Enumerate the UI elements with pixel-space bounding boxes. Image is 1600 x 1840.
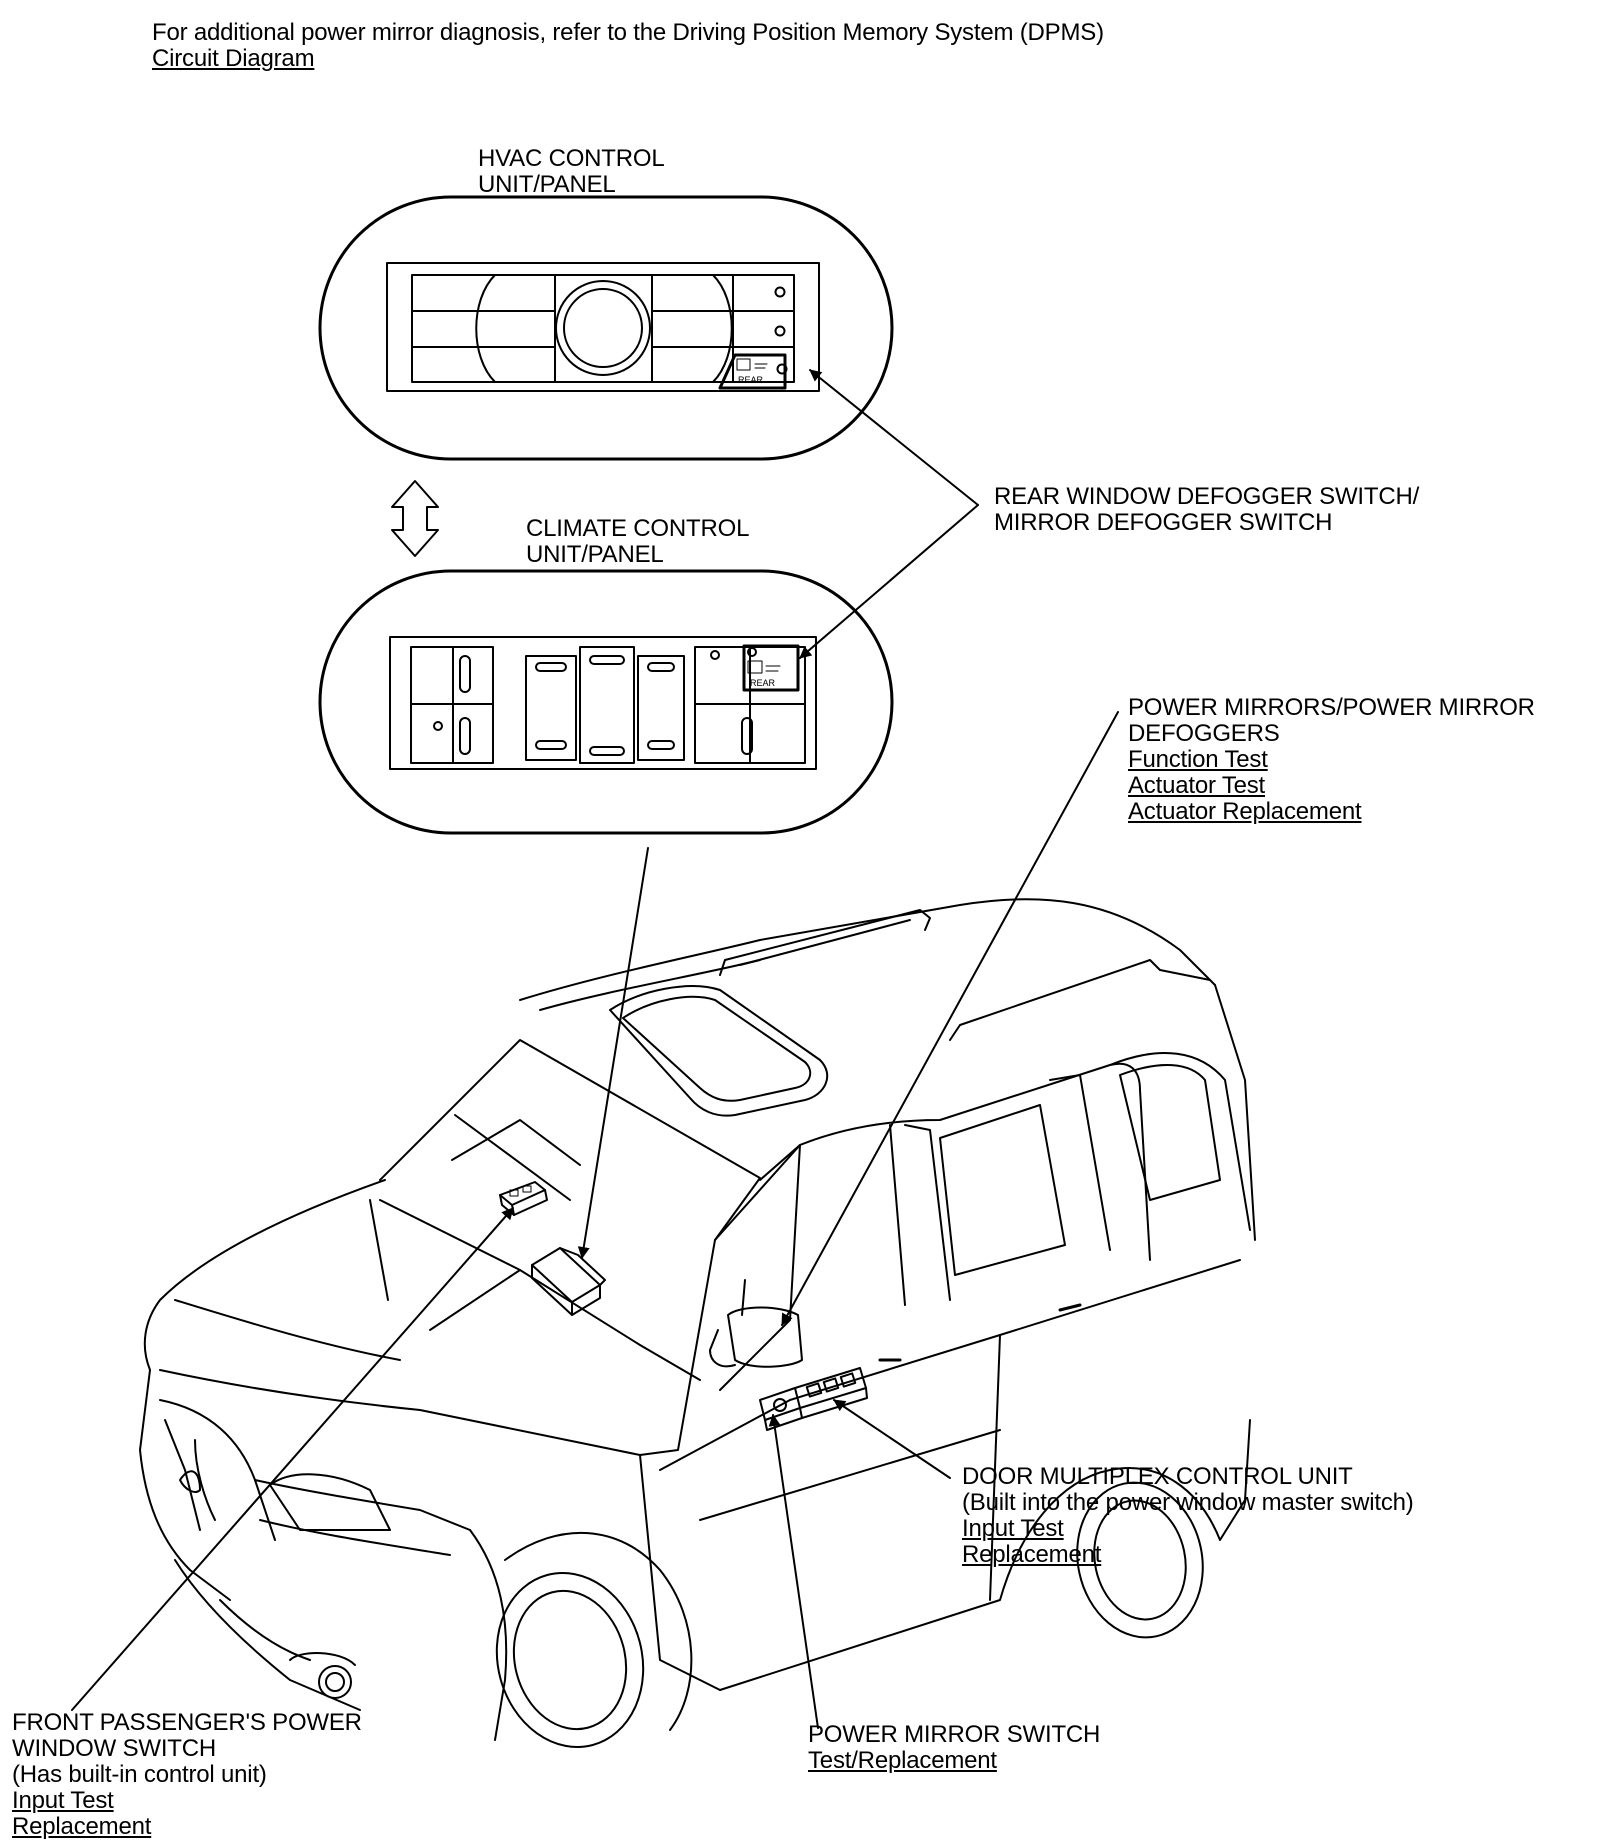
mirror-switch-test-link[interactable]: Test/Replacement [808,1747,997,1774]
actuator-replacement-link[interactable]: Actuator Replacement [1128,798,1362,825]
door-multiplex-label: DOOR MULTIPLEX CONTROL UNIT (Built into … [962,1463,1414,1568]
passenger-input-test-link[interactable]: Input Test [12,1787,114,1814]
power-mirrors-label: POWER MIRRORS/POWER MIRROR DEFOGGERS Fun… [1128,694,1535,825]
door-mux-input-test-link[interactable]: Input Test [962,1515,1064,1542]
header-note: For additional power mirror diagnosis, r… [152,20,1104,72]
header-intro-text: For additional power mirror diagnosis, r… [152,19,1104,46]
passenger-switch-label: FRONT PASSENGER'S POWER WINDOW SWITCH (H… [12,1709,362,1840]
door-mux-replacement-link[interactable]: Replacement [962,1541,1102,1568]
passenger-replacement-link[interactable]: Replacement [12,1813,152,1840]
actuator-test-link[interactable]: Actuator Test [1128,772,1266,799]
power-window-master-switch-illustration [759,1367,868,1431]
function-test-link[interactable]: Function Test [1128,746,1268,773]
hvac-unit-illustration [531,1247,606,1316]
hvac-panel-label: HVAC CONTROL UNIT/PANEL [478,145,665,198]
climate-rear-label: REAR [750,678,776,688]
hvac-rear-label: REAR [738,375,764,385]
rear-defogger-label: REAR WINDOW DEFOGGER SWITCH/ MIRROR DEFO… [994,483,1420,536]
passenger-switch-illustration [499,1181,548,1216]
climate-panel-label: CLIMATE CONTROL UNIT/PANEL [526,515,750,568]
vehicle-illustration [139,898,1256,1749]
climate-control-panel-illustration: REAR [318,569,894,835]
side-mirror-illustration [709,1279,803,1368]
circuit-diagram-link[interactable]: Circuit Diagram [152,45,315,72]
double-arrow-icon [391,480,439,557]
power-mirror-switch-label: POWER MIRROR SWITCH Test/Replacement [808,1721,1101,1774]
hvac-control-panel-illustration: REAR [318,195,894,461]
